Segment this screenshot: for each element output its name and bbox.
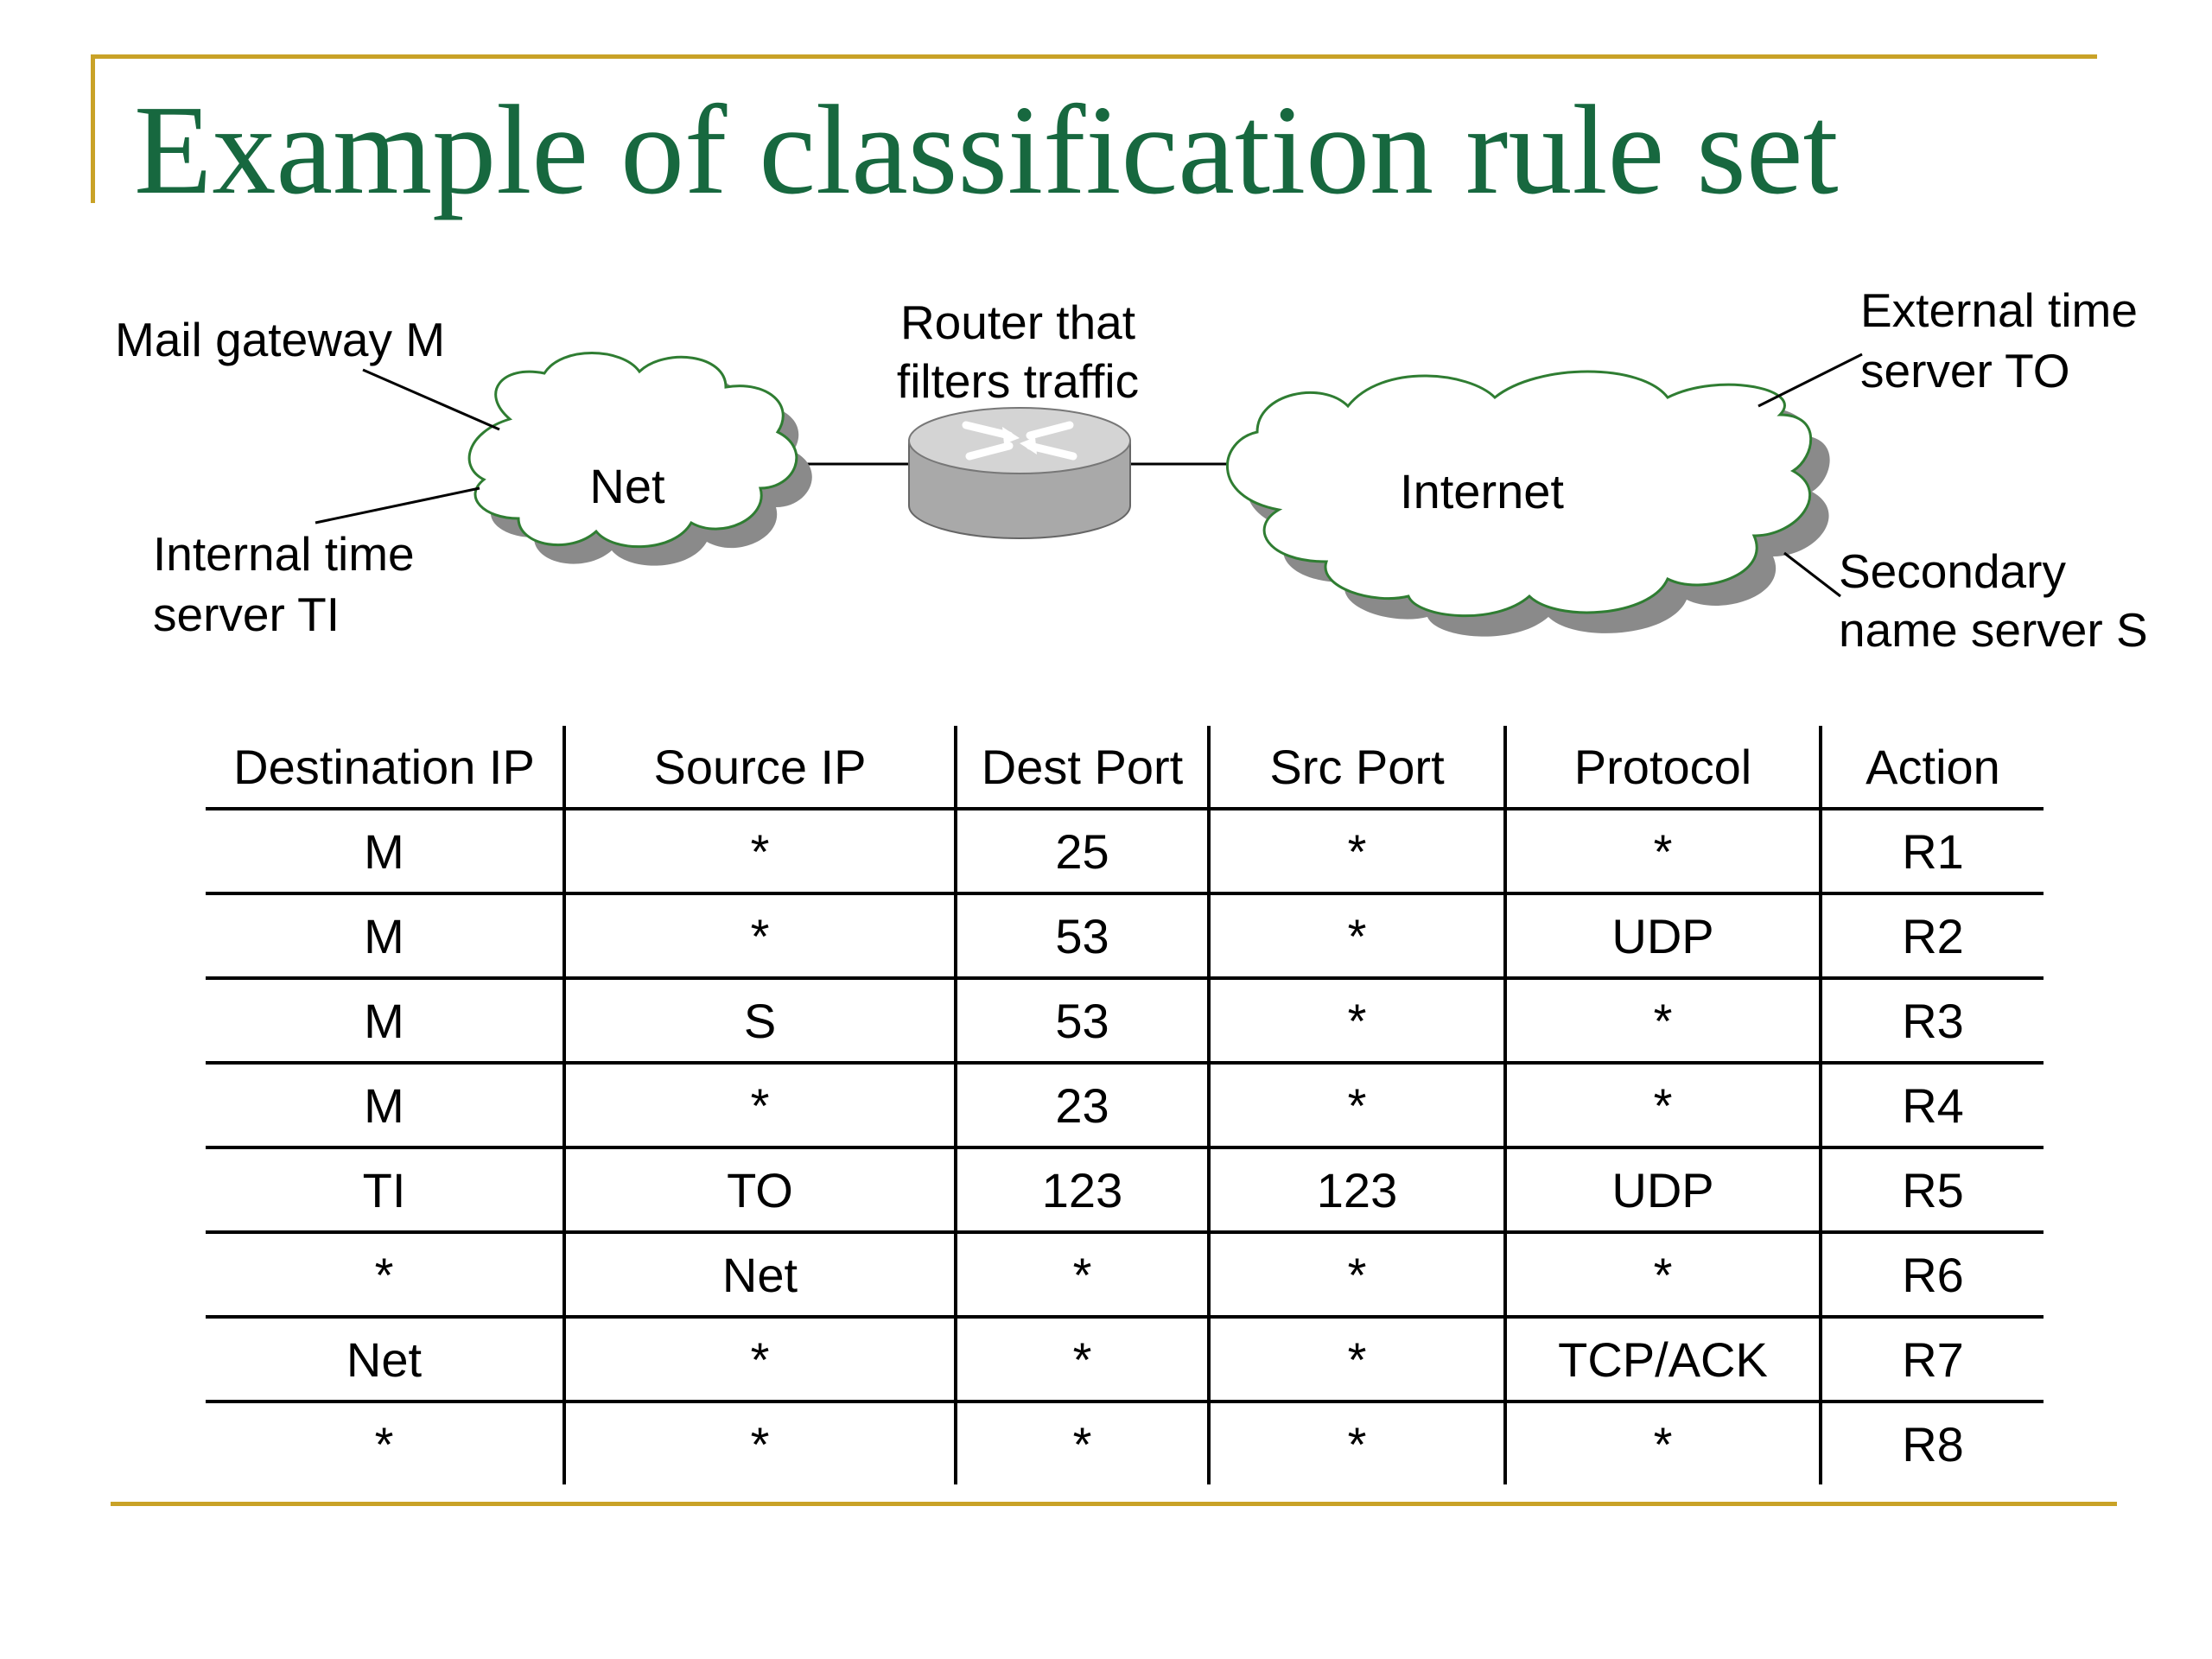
column-header-dest-port: Dest Port — [954, 726, 1209, 810]
table-row: M*25**R1 — [206, 809, 2044, 893]
cloud-icon — [467, 352, 798, 549]
cell-action: R5 — [1819, 1146, 2044, 1232]
cell-source-ip: Net — [563, 1230, 956, 1317]
net-cloud-label: Net — [589, 459, 665, 513]
cell-src-port: * — [1207, 1230, 1505, 1317]
cell-action: R2 — [1819, 892, 2044, 978]
cell-dest-port: * — [954, 1230, 1209, 1317]
cell-protocol: * — [1503, 1400, 1821, 1484]
cell-destination-ip: M — [206, 976, 564, 1063]
cell-dest-port: * — [954, 1400, 1209, 1484]
cell-source-ip: TO — [563, 1146, 956, 1232]
cell-src-port: * — [1207, 976, 1505, 1063]
internet-cloud-label: Internet — [1400, 464, 1564, 518]
cell-destination-ip: Net — [206, 1315, 564, 1402]
internal-time-label-line2: server TI — [153, 588, 340, 641]
cell-dest-port: * — [954, 1315, 1209, 1402]
cell-src-port: * — [1207, 1061, 1505, 1147]
cell-dest-port: 25 — [954, 809, 1209, 893]
cell-src-port: * — [1207, 809, 1505, 893]
cell-destination-ip: TI — [206, 1146, 564, 1232]
external-time-label-line1: External time — [1860, 283, 2138, 337]
classification-rule-table: Destination IP Source IP Dest Port Src P… — [206, 726, 2044, 1484]
secondary-name-label-line2: name server S — [1839, 603, 2148, 657]
cell-action: R4 — [1819, 1061, 2044, 1147]
title-top-rule — [91, 54, 2097, 59]
cell-destination-ip: M — [206, 1061, 564, 1147]
cell-source-ip: * — [563, 809, 956, 893]
cell-action: R7 — [1819, 1315, 2044, 1402]
router-label-line1: Router that — [900, 296, 1135, 349]
column-header-action: Action — [1819, 726, 2044, 810]
cell-destination-ip: M — [364, 823, 404, 879]
column-header-destination-ip: Destination IP — [206, 726, 564, 810]
cell-src-port: 123 — [1207, 1146, 1505, 1232]
column-header-source-ip: Source IP — [563, 726, 956, 810]
external-time-leader — [1758, 353, 1863, 408]
cell-action: R3 — [1819, 976, 2044, 1063]
cell-dest-port: 123 — [954, 1146, 1209, 1232]
secondary-name-leader — [1783, 551, 1841, 598]
cell-protocol: * — [1503, 976, 1821, 1063]
cell-source-ip: * — [563, 1061, 956, 1147]
table-row: M*23**R4 — [206, 1061, 2044, 1147]
cell-destination-ip: * — [206, 1400, 564, 1484]
cell-protocol: * — [1503, 1230, 1821, 1317]
table-row: *Net***R6 — [206, 1230, 2044, 1317]
header-row: Destination IP Source IP Dest Port Src P… — [206, 726, 2044, 810]
external-time-label-line2: server TO — [1860, 344, 2069, 397]
column-header-src-port: Src Port — [1207, 726, 1505, 810]
mail-gateway-label: Mail gateway M — [115, 313, 445, 366]
router-label-line2: filters traffic — [897, 354, 1139, 408]
cell-protocol: TCP/ACK — [1503, 1315, 1821, 1402]
cell-src-port: * — [1207, 892, 1505, 978]
router-icon — [908, 407, 1131, 539]
cell-protocol: * — [1503, 1061, 1821, 1147]
table-row: *****R8 — [206, 1400, 2044, 1484]
cell-protocol: UDP — [1503, 892, 1821, 978]
cell-protocol: UDP — [1503, 1146, 1821, 1232]
cell-source-ip: * — [563, 1400, 956, 1484]
mail-gateway-leader — [362, 368, 500, 431]
cell-action: R8 — [1819, 1400, 2044, 1484]
internal-time-label-line1: Internal time — [153, 527, 415, 581]
bottom-rule — [111, 1502, 2117, 1506]
cell-src-port: * — [1207, 1400, 1505, 1484]
slide-title: Example of classification rule set — [134, 79, 1839, 221]
cell-source-ip: * — [563, 1315, 956, 1402]
cell-destination-ip: * — [206, 1230, 564, 1317]
cell-action: R6 — [1819, 1230, 2044, 1317]
cell-src-port: * — [1207, 1315, 1505, 1402]
cell-dest-port: 23 — [954, 1061, 1209, 1147]
cell-destination-ip: M — [206, 892, 564, 978]
net-cloud: Net — [467, 352, 812, 566]
internal-time-leader — [315, 486, 480, 524]
cell-source-ip: * — [563, 892, 956, 978]
rule-table-header: Destination IP Source IP Dest Port Src P… — [206, 726, 2044, 810]
title-left-rule — [91, 54, 95, 203]
cell-protocol: * — [1503, 809, 1821, 893]
cell-dest-port: 53 — [954, 892, 1209, 978]
cell-source-ip: S — [563, 976, 956, 1063]
internet-cloud: Internet — [1225, 370, 1830, 637]
column-header-protocol: Protocol — [1503, 726, 1821, 810]
cell-action: R1 — [1819, 809, 2044, 893]
network-diagram: Net Internet Mail gateway M Internal tim… — [115, 283, 2148, 657]
secondary-name-label-line1: Secondary — [1839, 544, 2066, 598]
cell-dest-port: 53 — [954, 976, 1209, 1063]
